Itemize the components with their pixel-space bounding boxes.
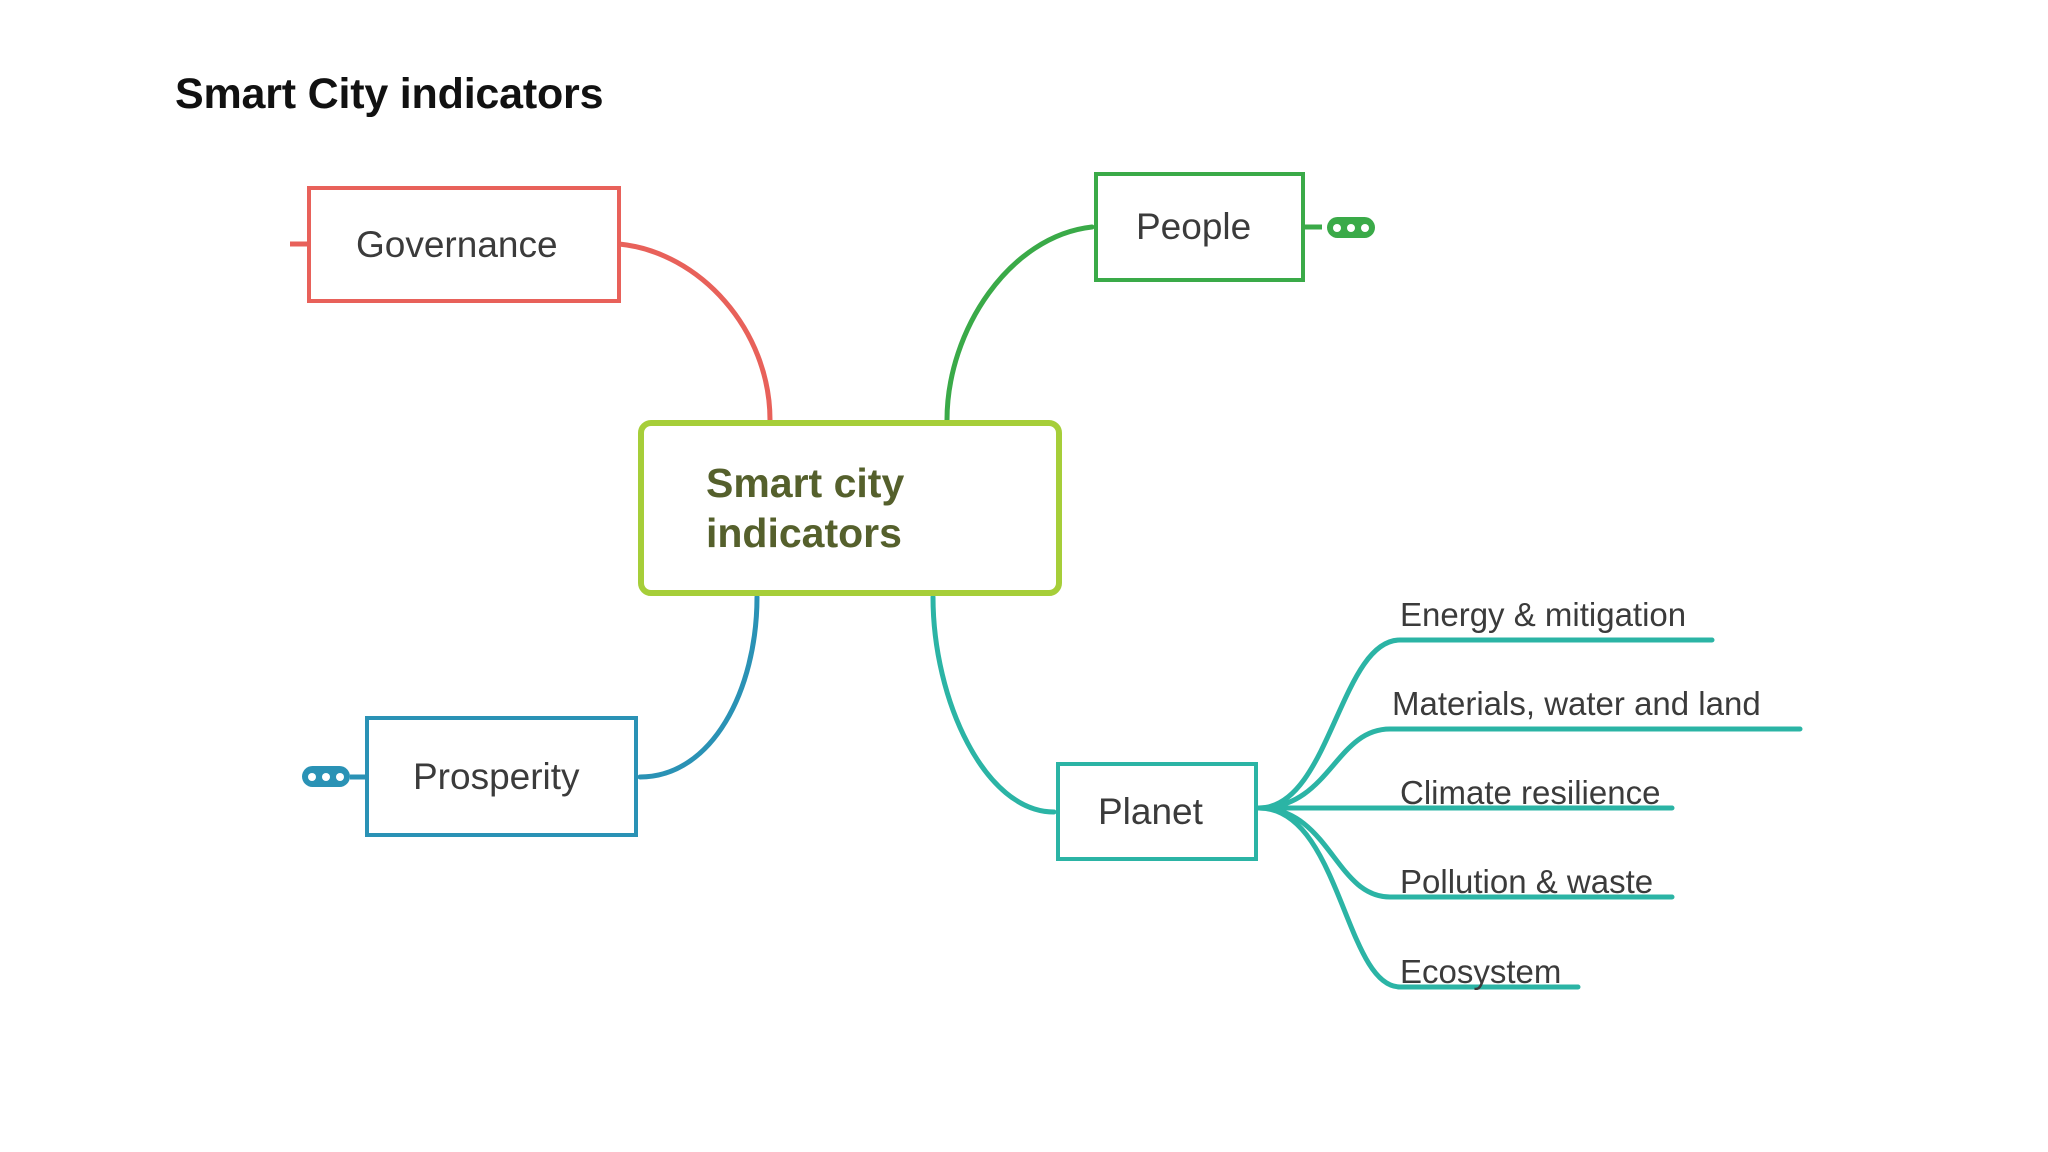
node-prosperity[interactable]: Prosperity (365, 716, 638, 837)
node-people-label: People (1136, 206, 1252, 247)
dot-icon (1347, 223, 1355, 232)
node-root[interactable]: Smart city indicators (638, 420, 1062, 596)
collapsed-children-icon-prosperity[interactable] (302, 766, 350, 787)
node-governance-label: Governance (356, 223, 558, 265)
dot-icon (1333, 223, 1341, 232)
leaf-climate-resilience[interactable]: Climate resilience (1400, 774, 1661, 811)
edge-root-prosperity (637, 594, 760, 780)
leaf-energy-mitigation[interactable]: Energy & mitigation (1400, 596, 1687, 633)
edge-root-planet (930, 594, 1057, 815)
leaf-ecosystem[interactable]: Ecosystem (1400, 953, 1562, 990)
dot-icon (336, 772, 344, 781)
dot-icon (322, 772, 330, 781)
leaf-pollution-waste[interactable]: Pollution & waste (1400, 863, 1654, 900)
edge-root-people (944, 224, 1095, 423)
node-planet[interactable]: Planet (1056, 762, 1258, 861)
dot-icon (308, 772, 316, 781)
node-people[interactable]: People (1094, 172, 1305, 282)
node-governance[interactable]: Governance (307, 186, 621, 303)
node-prosperity-label: Prosperity (413, 755, 580, 797)
page-title: Smart City indicators (175, 70, 604, 118)
dot-icon (1361, 223, 1369, 232)
node-root-label: Smart city indicators (706, 459, 905, 556)
collapsed-children-icon-people[interactable] (1327, 217, 1375, 238)
leaf-materials-water-land[interactable]: Materials, water and land (1392, 685, 1761, 722)
node-planet-label: Planet (1098, 790, 1203, 832)
edge-governance-root (616, 241, 773, 423)
